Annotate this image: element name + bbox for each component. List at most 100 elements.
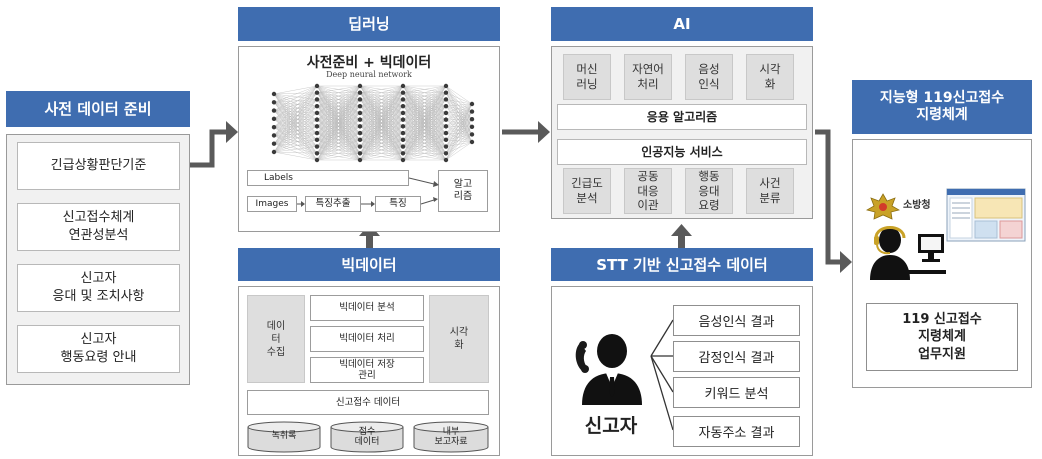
stt-branch-lines [650, 319, 674, 431]
nn-link [445, 126, 473, 154]
nn-link [273, 126, 318, 153]
nn-link [359, 85, 404, 161]
dispatch-screen-icon [946, 188, 1026, 242]
support-box: 119 신고접수 지령체계 업무지원 [866, 303, 1018, 371]
nn-node [271, 133, 277, 138]
nn-link [445, 99, 473, 105]
nn-link [445, 119, 473, 147]
feature-box: 특징 [375, 196, 421, 212]
nn-node [400, 117, 406, 122]
nn-link [402, 85, 447, 120]
nn-node [400, 90, 406, 95]
nn-node [400, 103, 406, 109]
nn-node [443, 130, 449, 136]
prep-title: 사전 데이터 준비 [44, 100, 152, 118]
nn-link [273, 112, 318, 128]
nn-link [402, 119, 447, 161]
nn-link [445, 111, 473, 140]
db-transcript: 녹취록 [247, 421, 321, 453]
nn-link [445, 103, 473, 161]
nn-node [357, 151, 363, 156]
nn-link [402, 132, 447, 161]
nn-link [445, 99, 473, 143]
ai-bottom-joint: 공동 대응 이관 [624, 168, 672, 214]
nn-link [359, 85, 404, 120]
ai-top-nlp: 자연어 처리 [624, 54, 672, 100]
nn-node [357, 90, 363, 95]
nn-link [445, 119, 473, 135]
nn-link [445, 106, 473, 112]
nn-link [359, 92, 404, 161]
nn-link [445, 92, 473, 120]
nn-link [359, 85, 404, 154]
nn-link [445, 119, 473, 127]
labels-box: Labels [247, 170, 409, 186]
nn-link [359, 132, 404, 161]
nn-node [357, 110, 363, 116]
nn-link [316, 85, 361, 161]
nn-node [314, 157, 320, 163]
arrowhead-prep-to-dl [226, 121, 238, 143]
nn-link [273, 106, 318, 136]
nn-link [445, 99, 473, 112]
nn-node [314, 117, 320, 122]
nn-node [400, 144, 406, 149]
stt-result-address: 자동주소 결과 [673, 416, 800, 447]
nn-link [316, 85, 361, 114]
nn-link [445, 111, 473, 161]
dl-title: 딥러닝 [348, 15, 390, 33]
nn-link [273, 92, 318, 128]
nn-link [402, 85, 447, 127]
arrowhead-ai-to-smart [840, 251, 852, 273]
nn-node [357, 117, 363, 122]
nn-link [316, 126, 361, 161]
nn-link [445, 103, 473, 127]
nn-node [469, 109, 475, 114]
nn-link [445, 134, 473, 147]
bigdata-analysis-box: 빅데이터 분석 [310, 295, 424, 321]
nn-link [402, 85, 447, 140]
nn-link [445, 141, 473, 154]
nn-link [273, 85, 318, 119]
nn-link [445, 132, 473, 135]
nn-link [316, 153, 361, 161]
nn-link [445, 126, 473, 135]
nn-node [443, 117, 449, 122]
nn-node [400, 157, 406, 163]
ai-header: AI [551, 7, 813, 41]
operator-headset-icon [870, 226, 946, 280]
nn-node [314, 97, 320, 102]
nn-link [402, 85, 447, 93]
stt-result-emotion: 감정인식 결과 [673, 341, 800, 372]
nn-link [445, 85, 473, 143]
nn-node [314, 124, 320, 129]
nn-link [445, 92, 473, 127]
nn-link [402, 146, 447, 161]
nn-link [445, 132, 473, 143]
nn-node [271, 124, 277, 130]
nn-node [271, 91, 277, 97]
nn-link [273, 99, 318, 153]
nn-link [445, 119, 473, 154]
nn-link [402, 85, 447, 161]
ai-top-visual: 시각 화 [746, 54, 794, 100]
nn-link [316, 99, 361, 161]
nn-node [314, 103, 320, 109]
prep-item-response: 신고자 응대 및 조치사항 [17, 264, 180, 312]
nn-link [402, 85, 447, 107]
nn-link [359, 85, 404, 127]
nn-node [357, 137, 363, 143]
nn-link [445, 92, 473, 105]
dl-header: 딥러닝 [238, 7, 500, 41]
ai-bottom-classify: 사건 분류 [746, 168, 794, 214]
ai-top-speech: 음성 인식 [685, 54, 733, 100]
nn-link [273, 112, 318, 153]
nn-link [445, 103, 473, 107]
nn-link [402, 99, 447, 161]
nn-node [314, 83, 320, 89]
nn-link [359, 85, 404, 100]
smart-title: 지능형 119신고접수 지령체계 [879, 90, 1005, 123]
bigdata-title: 빅데이터 [341, 255, 397, 274]
db-internal: 내부 보고자료 [413, 421, 489, 453]
stt-header: STT 기반 신고접수 데이터 [551, 248, 813, 281]
